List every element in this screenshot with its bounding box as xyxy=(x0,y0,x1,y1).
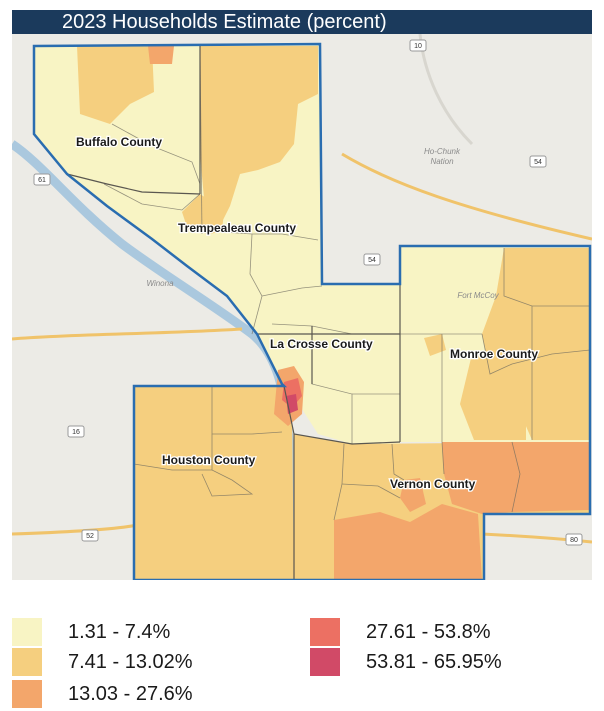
county-label-monroe: Monroe County xyxy=(450,347,538,361)
county-boundaries xyxy=(66,46,401,580)
study-area-outline xyxy=(32,42,592,580)
county-labels: Buffalo County Trempealeau County La Cro… xyxy=(75,134,540,493)
tract-vernon-spot xyxy=(400,478,426,512)
tract-vernon-east xyxy=(442,442,590,514)
legend-label: 1.31 - 7.4% xyxy=(68,621,171,643)
tract-monroe-center xyxy=(460,354,526,440)
legend-swatch xyxy=(12,618,42,646)
highway-shields: 10 54 61 54 16 52 80 xyxy=(33,39,583,546)
legend-swatch xyxy=(310,618,340,646)
legend-label: 13.03 - 27.6% xyxy=(68,683,193,705)
place-label: Ho-Chunk xyxy=(424,147,461,156)
county-label-buffalo: Buffalo County xyxy=(76,135,162,149)
place-label: Fort McCoy xyxy=(457,291,499,300)
shield-label: 80 xyxy=(570,537,578,544)
shield-label: 16 xyxy=(72,429,80,436)
region-northwest-base xyxy=(34,44,400,444)
highway-road xyxy=(12,327,243,341)
tract-buffalo-top xyxy=(148,46,174,64)
legend-label: 7.41 - 13.02% xyxy=(68,651,193,673)
legend-label: 27.61 - 53.8% xyxy=(366,621,491,643)
title-bar: 2023 Households Estimate (percent) xyxy=(12,10,592,34)
tract-trempealeau-mid xyxy=(182,194,224,234)
tract-vernon-south xyxy=(334,504,482,580)
legend-label: 53.81 - 65.95% xyxy=(366,651,502,673)
county-label-trempealeau: Trempealeau County xyxy=(178,221,296,235)
map-legend: 1.31 - 7.4% 7.41 - 13.02% 13.03 - 27.6% … xyxy=(0,600,604,711)
shield-label: 54 xyxy=(368,257,376,264)
region-houston-base xyxy=(134,386,294,580)
legend-swatch xyxy=(12,648,42,676)
shield-label: 54 xyxy=(534,159,542,166)
highway-road xyxy=(341,152,592,241)
place-label: Nation xyxy=(430,157,454,166)
legend-swatch xyxy=(12,680,42,708)
tract-lacrosse-spot xyxy=(424,334,446,356)
shield-label: 61 xyxy=(38,177,46,184)
place-labels: Ho-Chunk Nation Winona Fort McCoy xyxy=(146,147,499,300)
tract-monroe-east xyxy=(482,248,590,440)
place-label: Winona xyxy=(146,279,174,288)
choropleth-map[interactable]: 10 54 61 54 16 52 80 Ho-Chunk Nation Win… xyxy=(12,34,592,580)
shield-label: 10 xyxy=(414,43,422,50)
legend-swatch xyxy=(310,648,340,676)
county-label-lacrosse: La Crosse County xyxy=(270,337,373,351)
shield-label: 52 xyxy=(86,533,94,540)
tract-buffalo-north xyxy=(77,46,154,124)
county-label-houston: Houston County xyxy=(162,453,256,467)
map-title: 2023 Households Estimate (percent) xyxy=(62,11,387,33)
tract-trempealeau-north xyxy=(200,46,318,222)
county-label-vernon: Vernon County xyxy=(390,477,476,491)
map-svg: 10 54 61 54 16 52 80 Ho-Chunk Nation Win… xyxy=(12,34,592,580)
